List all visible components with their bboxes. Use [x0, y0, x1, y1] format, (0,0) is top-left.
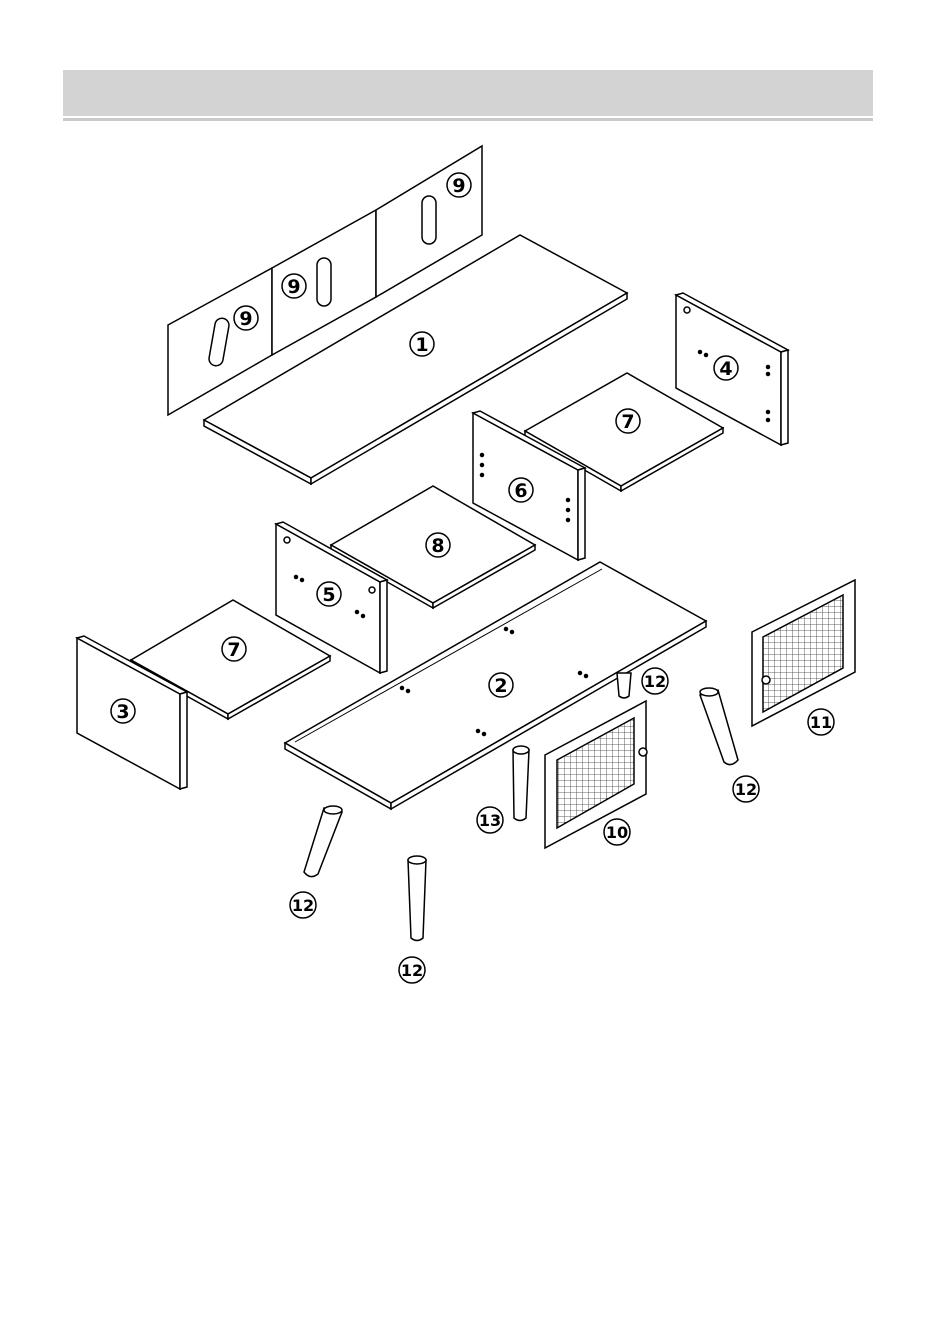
door-11: [752, 580, 855, 726]
callout-8: 8: [426, 533, 450, 557]
svg-text:12: 12: [644, 672, 666, 691]
svg-text:7: 7: [227, 639, 240, 661]
callout-9-middle: 9: [282, 274, 306, 298]
svg-text:9: 9: [452, 175, 465, 197]
callout-12-under-bottom: 12: [642, 668, 668, 694]
svg-text:12: 12: [401, 961, 423, 980]
callout-5: 5: [317, 582, 341, 606]
callout-6: 6: [509, 478, 533, 502]
svg-text:13: 13: [479, 811, 501, 830]
callout-2: 2: [489, 673, 513, 697]
callout-12-center: 12: [399, 957, 425, 983]
callout-12-right: 12: [733, 776, 759, 802]
svg-text:10: 10: [606, 823, 628, 842]
leg-12-right: [700, 688, 738, 765]
svg-text:1: 1: [415, 334, 428, 356]
leg-12-left: [304, 806, 342, 877]
callout-7-right: 7: [616, 409, 640, 433]
svg-text:9: 9: [239, 308, 252, 330]
callout-9-left: 9: [234, 306, 258, 330]
svg-text:5: 5: [322, 584, 335, 606]
svg-text:6: 6: [514, 480, 527, 502]
callout-12-left: 12: [290, 892, 316, 918]
callout-1: 1: [410, 332, 434, 356]
callout-7-left: 7: [222, 637, 246, 661]
svg-text:9: 9: [287, 276, 300, 298]
leg-13: [513, 746, 529, 821]
callout-10: 10: [604, 819, 630, 845]
svg-text:8: 8: [431, 535, 444, 557]
callout-9-right: 9: [447, 173, 471, 197]
svg-text:4: 4: [719, 358, 732, 380]
callout-13: 13: [477, 807, 503, 833]
svg-text:7: 7: [621, 411, 634, 433]
callout-11: 11: [808, 709, 834, 735]
svg-text:2: 2: [494, 675, 507, 697]
callout-3: 3: [111, 699, 135, 723]
leg-12-under-bottom: [617, 673, 631, 698]
callout-4: 4: [714, 356, 738, 380]
svg-text:3: 3: [116, 701, 129, 723]
leg-12-center: [408, 856, 426, 941]
door-10: [545, 701, 647, 848]
svg-text:12: 12: [735, 780, 757, 799]
svg-text:11: 11: [810, 713, 832, 732]
svg-text:12: 12: [292, 896, 314, 915]
